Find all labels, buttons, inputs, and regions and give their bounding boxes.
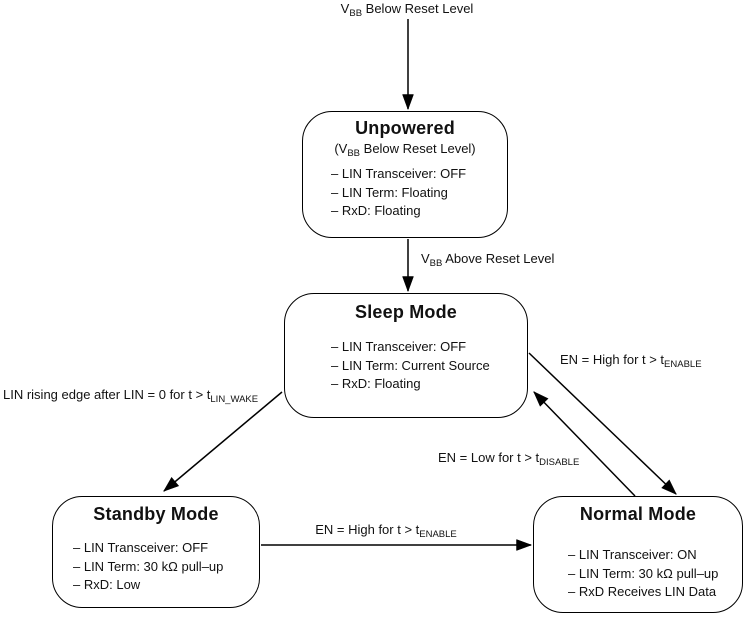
label-text: EN = High for t > t (315, 522, 420, 537)
state-title-unpowered: Unpowered (355, 118, 455, 138)
state-property: – LIN Term: 30 kΩ pull–up (568, 565, 719, 581)
arrow-normal-to-sleep (534, 392, 636, 497)
label-subscript: ENABLE (664, 359, 702, 370)
state-property: – LIN Term: 30 kΩ pull–up (73, 558, 224, 574)
subtitle-subscript: BB (347, 148, 361, 159)
state-property: – LIN Transceiver: OFF (331, 339, 467, 354)
state-property: – RxD: Low (73, 577, 141, 592)
subtitle-text: (V (334, 141, 348, 156)
state-node-sleep-mode: Sleep Mode – LIN Transceiver: OFF – LIN … (284, 293, 528, 418)
arrow-sleep-to-normal (528, 352, 676, 494)
state-property: – RxD Receives LIN Data (568, 584, 717, 599)
state-node-normal-mode: Normal Mode – LIN Transceiver: ON – LIN … (533, 496, 743, 613)
state-title-normal: Normal Mode (579, 504, 697, 524)
label-subscript: ENABLE (419, 529, 457, 540)
state-title-sleep: Sleep Mode (354, 302, 458, 322)
state-properties-standby: – LIN Transceiver: OFF – LIN Term: 30 kΩ… (53, 539, 259, 595)
state-properties-sleep: – LIN Transceiver: OFF – LIN Term: Curre… (285, 338, 527, 394)
state-property: – LIN Transceiver: OFF (331, 166, 467, 181)
transition-label-en-low-normal-to-sleep: EN = Low for t > tDISABLE (438, 450, 580, 468)
label-subscript: BB (349, 8, 363, 19)
label-subscript: BB (429, 258, 443, 269)
state-title-standby: Standby Mode (93, 504, 219, 524)
transition-label-en-high-sleep-to-normal: EN = High for t > tENABLE (560, 352, 702, 370)
transition-label-vbb-above-reset: VBB Above Reset Level (421, 251, 555, 269)
transition-label-en-high-standby-to-normal: EN = High for t > tENABLE (315, 522, 457, 540)
label-text: EN = High for t > t (560, 352, 665, 367)
state-node-standby-mode: Standby Mode – LIN Transceiver: OFF – LI… (52, 496, 260, 608)
label-text: EN = Low for t > t (438, 450, 540, 465)
state-property: – LIN Transceiver: ON (568, 547, 697, 562)
state-node-unpowered: Unpowered (VBB Below Reset Level) – LIN … (302, 111, 508, 238)
state-property: – RxD: Floating (331, 203, 421, 218)
state-properties-normal: – LIN Transceiver: ON – LIN Term: 30 kΩ … (534, 546, 742, 602)
subtitle-text-post: Below Reset Level) (360, 141, 476, 156)
label-text-post: Below Reset Level (362, 1, 474, 16)
label-subscript: DISABLE (539, 457, 580, 468)
label-text-post: Above Reset Level (442, 251, 555, 266)
state-property: – LIN Term: Current Source (331, 357, 490, 373)
transition-label-lin-wake: LIN rising edge after LIN = 0 for t > tL… (3, 387, 259, 405)
label-subscript: LIN_WAKE (210, 394, 259, 405)
label-text: V (340, 1, 350, 16)
arrow-sleep-to-standby (164, 391, 283, 491)
label-text: LIN rising edge after LIN = 0 for t > t (3, 387, 211, 402)
state-property: – LIN Term: Floating (331, 184, 448, 200)
state-properties-unpowered: – LIN Transceiver: OFF – LIN Term: Float… (303, 165, 507, 221)
state-subtitle-unpowered: (VBB Below Reset Level) (303, 140, 507, 159)
state-property: – RxD: Floating (331, 376, 421, 391)
label-text: V (421, 251, 430, 266)
state-property: – LIN Transceiver: OFF (73, 540, 209, 555)
transition-label-vbb-below-reset: VBB Below Reset Level (340, 1, 474, 19)
